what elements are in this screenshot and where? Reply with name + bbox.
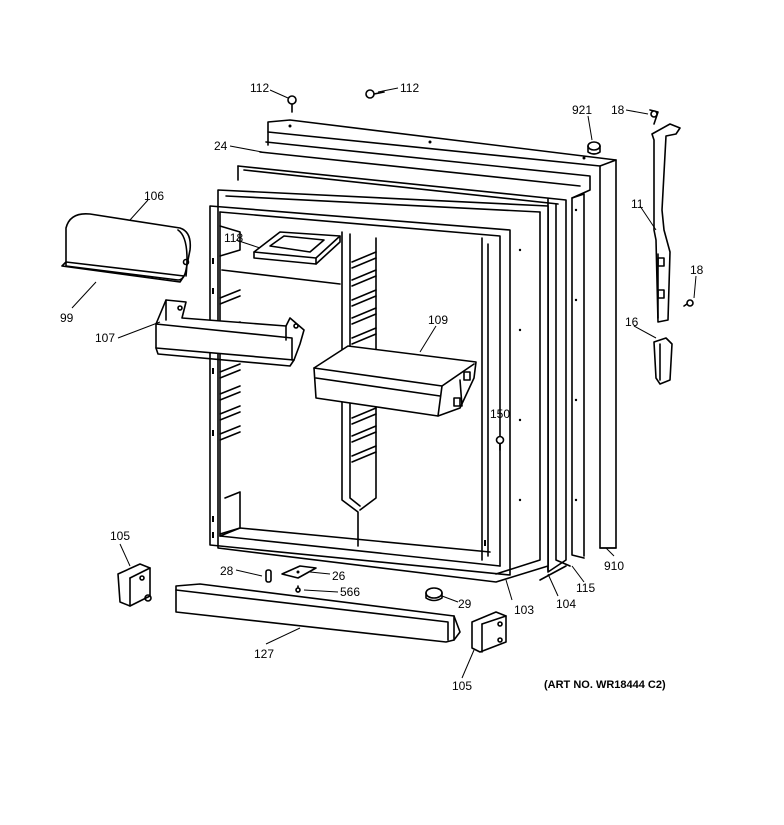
label-18-top: 18 <box>611 103 625 117</box>
label-566: 566 <box>340 585 360 599</box>
label-112-left: 112 <box>250 81 269 95</box>
label-118: 118 <box>224 231 243 245</box>
label-106: 106 <box>144 189 164 203</box>
butter-compartment <box>61 212 192 283</box>
label-115: 115 <box>576 581 595 595</box>
label-127: 127 <box>254 647 274 661</box>
label-105-left: 105 <box>110 529 130 543</box>
label-910: 910 <box>604 559 624 573</box>
door-handle <box>651 123 681 323</box>
label-105-right: 105 <box>452 679 472 693</box>
handle-end-cap <box>653 337 673 385</box>
hinge-bracket-right <box>471 611 507 653</box>
label-112-right: 112 <box>400 81 419 95</box>
label-11: 11 <box>631 197 644 211</box>
label-18-side: 18 <box>690 263 704 277</box>
leader-lines <box>71 87 697 679</box>
label-28: 28 <box>220 564 234 578</box>
plug-button <box>587 141 601 155</box>
label-107: 107 <box>95 331 115 345</box>
door-shelf <box>155 299 305 367</box>
hinge-bracket-left <box>117 563 152 607</box>
label-103: 103 <box>514 603 534 617</box>
label-26: 26 <box>332 569 346 583</box>
label-921: 921 <box>572 103 592 117</box>
art-number: (ART NO. WR18444 C2) <box>544 679 666 691</box>
top-screws <box>287 89 385 113</box>
label-99: 99 <box>60 311 74 325</box>
label-109: 109 <box>428 313 448 327</box>
part-labels: 112 112 921 18 24 106 11 118 18 99 107 1… <box>60 81 704 693</box>
bottom-trim <box>175 583 461 643</box>
handle-screws <box>649 109 694 307</box>
label-150: 150 <box>490 407 510 421</box>
label-24: 24 <box>214 139 228 153</box>
screw-150 <box>495 435 505 451</box>
label-29: 29 <box>458 597 472 611</box>
dairy-shelf <box>253 231 341 265</box>
small-parts <box>265 565 443 602</box>
label-16: 16 <box>625 315 639 329</box>
door-bin <box>313 345 477 417</box>
label-104: 104 <box>556 597 576 611</box>
